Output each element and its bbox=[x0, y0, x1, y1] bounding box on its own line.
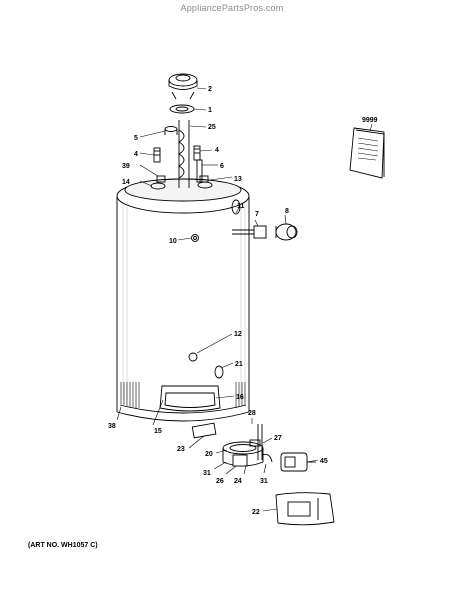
callout-8: 8 bbox=[285, 208, 289, 215]
water-heater-tank bbox=[116, 178, 250, 422]
callout-22: 22 bbox=[252, 509, 260, 516]
callout-1: 1 bbox=[208, 107, 212, 114]
callout-25: 25 bbox=[208, 124, 216, 131]
site-watermark: AppliancePartsPros.com bbox=[180, 3, 284, 13]
callout-26: 26 bbox=[216, 478, 224, 485]
callout-4-left: 4 bbox=[134, 151, 138, 158]
top-fittings bbox=[150, 73, 213, 190]
callout-9999: 9999 bbox=[362, 117, 378, 124]
callout-21: 21 bbox=[235, 361, 243, 368]
burner-assembly bbox=[191, 422, 335, 526]
callout-labels: 2 1 25 5 4 4 6 39 13 14 11 7 8 10 12 21 … bbox=[108, 86, 378, 516]
callout-15: 15 bbox=[154, 428, 162, 435]
leader-lines bbox=[116, 87, 373, 512]
thermostat-parts bbox=[232, 223, 298, 241]
callout-31-right: 31 bbox=[260, 478, 268, 485]
callout-24: 24 bbox=[234, 478, 242, 485]
callout-45: 45 bbox=[320, 458, 328, 465]
callout-20: 20 bbox=[205, 451, 213, 458]
callout-13: 13 bbox=[234, 176, 242, 183]
callout-23: 23 bbox=[177, 446, 185, 453]
callout-4-right: 4 bbox=[215, 147, 219, 154]
callout-7: 7 bbox=[255, 211, 259, 218]
callout-28: 28 bbox=[248, 410, 256, 417]
callout-39: 39 bbox=[122, 163, 130, 170]
callout-12: 12 bbox=[234, 331, 242, 338]
callout-16: 16 bbox=[236, 394, 244, 401]
callout-31-left: 31 bbox=[203, 470, 211, 477]
callout-2: 2 bbox=[208, 86, 212, 93]
callout-27: 27 bbox=[274, 435, 282, 442]
callout-14: 14 bbox=[122, 179, 130, 186]
callout-6: 6 bbox=[220, 163, 224, 170]
callout-11: 11 bbox=[237, 203, 245, 210]
art-number: (ART NO. WH1057 C) bbox=[28, 542, 98, 549]
callout-38: 38 bbox=[108, 423, 116, 430]
callout-5: 5 bbox=[134, 135, 138, 142]
manual-booklet bbox=[349, 127, 385, 179]
callout-10: 10 bbox=[169, 238, 177, 245]
